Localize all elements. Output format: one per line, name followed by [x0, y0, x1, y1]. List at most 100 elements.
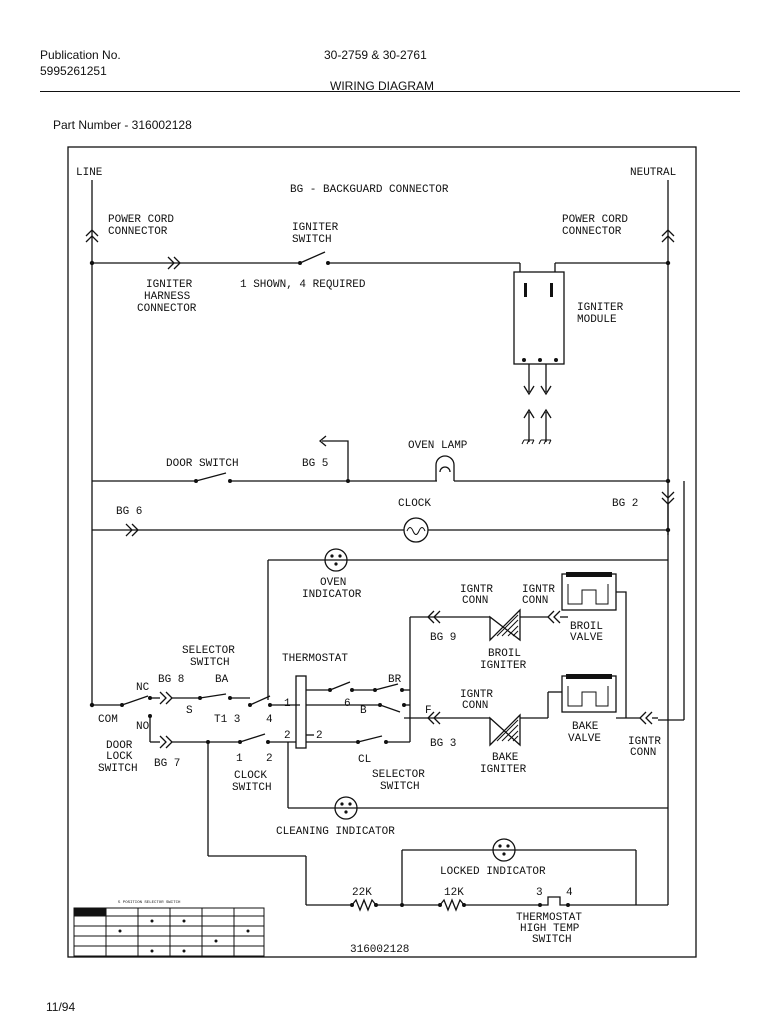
t3-label: 3 — [536, 887, 543, 899]
selector-switch-b — [379, 704, 401, 713]
diagram-frame — [67, 146, 697, 958]
t13-label: T1 3 — [214, 714, 240, 726]
thermostat-switch — [306, 681, 351, 691]
door-lock-label-1: DOOR — [106, 740, 133, 752]
selector-switch-table — [73, 907, 265, 957]
oven-lamp — [435, 455, 455, 481]
selector-switch-bot-label-2: SWITCH — [380, 781, 420, 793]
clock-switch-label-1: CLOCK — [234, 770, 267, 782]
door-switch-label: DOOR SWITCH — [166, 458, 239, 470]
thermostat-label: THERMOSTAT — [282, 653, 348, 665]
diagram-title: WIRING DIAGRAM — [330, 79, 434, 93]
oven-lamp-label: OVEN LAMP — [408, 440, 468, 452]
bg-legend: BG - BACKGUARD CONNECTOR — [290, 184, 449, 196]
s-label: S — [186, 705, 193, 717]
neutral-label: NEUTRAL — [630, 167, 676, 179]
ignt-conn-d-label-1: IGNTR — [628, 736, 661, 748]
bg8-label: BG 8 — [158, 674, 184, 686]
neutral-power-cord-connector — [661, 229, 675, 243]
selector-switch-ba — [199, 693, 227, 699]
part-number: Part Number - 316002128 — [53, 118, 192, 132]
thermostat-high-temp-switch — [540, 896, 568, 906]
door-switch — [195, 472, 227, 482]
bake-valve-label-1: BAKE — [572, 721, 599, 733]
power-cord-left-2: CONNECTOR — [108, 226, 168, 238]
n2c-label: 2 — [316, 730, 323, 742]
cl-label: CL — [358, 754, 371, 766]
cleaning-indicator-label: CLEANING INDICATOR — [276, 826, 395, 838]
bg7-label: BG 7 — [154, 758, 180, 770]
ignt-conn-a-label-2: CONN — [462, 595, 488, 607]
igniter-switch-label-2: SWITCH — [292, 234, 332, 246]
br-label: BR — [388, 674, 402, 686]
n1-label: 1 — [284, 698, 291, 710]
r12k-label: 12K — [444, 887, 464, 899]
selector-switch-bot-label-1: SELECTOR — [372, 769, 425, 781]
cleaning-indicator — [334, 796, 358, 820]
n4-label: 4 — [266, 714, 273, 726]
bg6-label: BG 6 — [116, 506, 142, 518]
oven-indicator-label-2: INDICATOR — [302, 589, 362, 601]
door-lock-label-2: LOCK — [106, 751, 133, 763]
igniter-switch-label-1: IGNITER — [292, 222, 339, 234]
bg8-connector — [159, 691, 173, 705]
clock-switch — [239, 733, 266, 743]
part-code: 316002128 — [350, 944, 409, 956]
igniter-harness-label-3: CONNECTOR — [137, 303, 197, 315]
n6-label: 6 — [344, 698, 351, 710]
nc-label: NC — [136, 682, 150, 694]
clock-label: CLOCK — [398, 498, 431, 510]
oven-indicator — [324, 548, 348, 572]
ba-label: BA — [215, 674, 229, 686]
igniter-harness-label-2: HARNESS — [144, 291, 191, 303]
door-lock-switch — [121, 695, 149, 706]
selector-table-title: 5 POSITION SELECTOR SWITCH — [118, 901, 181, 905]
broil-igniter-label-1: BROIL — [488, 648, 521, 660]
thermo-high-label-3: SWITCH — [532, 934, 572, 946]
selector-switch-t13 — [249, 695, 271, 706]
locked-indicator-label: LOCKED INDICATOR — [440, 866, 546, 878]
publication-label: Publication No. — [40, 48, 121, 62]
no-label: NO — [136, 721, 150, 733]
bg5-connector — [318, 435, 349, 481]
igniter-module — [513, 271, 565, 365]
ignt-conn-c — [427, 711, 441, 725]
t4-label: 4 — [566, 887, 573, 899]
bg7-connector — [159, 735, 173, 749]
oven-indicator-label-1: OVEN — [320, 577, 346, 589]
ignt-conn-a — [427, 610, 441, 624]
header-rule — [40, 91, 740, 92]
selector-switch-top-label-1: SELECTOR — [182, 645, 235, 657]
line-label: LINE — [76, 167, 103, 179]
thermo-high-label-1: THERMOSTAT — [516, 912, 582, 924]
cs1-label: 1 — [236, 753, 243, 765]
locked-indicator — [492, 838, 516, 862]
r22k-label: 22K — [352, 887, 372, 899]
power-cord-right-2: CONNECTOR — [562, 226, 622, 238]
clock-switch-label-2: SWITCH — [232, 782, 272, 794]
resistor-22k — [351, 898, 377, 912]
thermo-high-label-2: HIGH TEMP — [520, 923, 580, 935]
model-numbers: 30-2759 & 30-2761 — [324, 48, 427, 62]
door-lock-label-3: SWITCH — [98, 763, 138, 775]
ignt-conn-b — [547, 610, 561, 624]
igniter-module-label-2: MODULE — [577, 314, 617, 326]
bg2-label: BG 2 — [612, 498, 638, 510]
ignt-conn-c-label-1: IGNTR — [460, 689, 493, 701]
ignt-conn-b-label-1: IGNTR — [522, 584, 555, 596]
n2b-label: 2 — [284, 730, 291, 742]
igniter-module-label-1: IGNITER — [577, 302, 624, 314]
igniter-harness-connector — [167, 256, 181, 270]
power-cord-right-1: POWER CORD — [562, 214, 628, 226]
selector-switch-top-label-2: SWITCH — [190, 657, 230, 669]
bake-igniter — [489, 713, 521, 747]
ignt-conn-b-label-2: CONN — [522, 595, 548, 607]
broil-valve-label-2: VALVE — [570, 632, 603, 644]
ignt-conn-a-label-1: IGNTR — [460, 584, 493, 596]
igniter-switch — [299, 251, 326, 264]
publication-number: 5995261251 — [40, 64, 107, 78]
ignt-conn-d-label-2: CONN — [630, 747, 656, 759]
bg5-label: BG 5 — [302, 458, 328, 470]
igniter-harness-label-1: IGNITER — [146, 279, 193, 291]
